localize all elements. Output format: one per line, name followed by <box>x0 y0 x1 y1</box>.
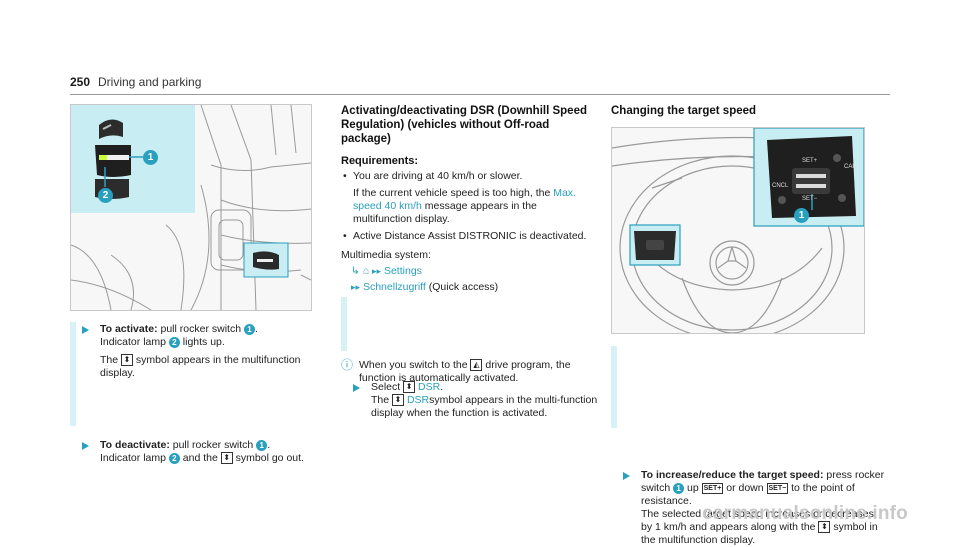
step-bar-right <box>611 346 617 428</box>
wheel-label-set-plus: SET+ <box>802 158 818 164</box>
ref-2: 2 <box>168 336 180 348</box>
wheel-label-set-minus: SET− <box>802 196 818 202</box>
step-change-speed: To increase/reduce the target speed: pre… <box>617 469 887 547</box>
step-arrow-icon <box>82 326 89 334</box>
change-speed-label: To increase/reduce the target speed: <box>641 469 824 481</box>
wheel-label-can: CAN <box>844 164 857 170</box>
step-select-dsr: Select ⬍ DSR. The ⬍ DSRsymbol appears in… <box>347 381 615 420</box>
steering-wheel-illustration: SET+ SET− CAN CNCL 1 <box>611 127 865 334</box>
home-icon: ⌂ <box>362 265 370 277</box>
dsr-heading: Activating/deactivating DSR (Downhill Sp… <box>341 105 588 145</box>
ref-1: 1 <box>256 439 268 451</box>
step-arrow-icon <box>353 384 360 392</box>
ref-1: 1 <box>243 323 255 335</box>
info-icon: ⓘ <box>341 358 354 372</box>
steering-wheel-drawing <box>612 128 864 333</box>
console-drawing <box>71 105 311 310</box>
nav-arrow-icon: ↳ <box>351 265 360 277</box>
step-arrow-icon <box>623 472 630 480</box>
step-bar-middle <box>341 297 347 351</box>
callout-1: 1 <box>794 208 809 223</box>
middle-column: Activating/deactivating DSR (Downhill Sp… <box>341 104 591 294</box>
callout-1: 1 <box>143 150 158 165</box>
wheel-label-cncl: CNCL <box>772 183 789 189</box>
max-speed-message: Max. speed 40 km/h <box>353 187 576 212</box>
watermark: carmanualsonline.info <box>702 503 908 524</box>
requirements-list: You are driving at 40 km/h or slower. If… <box>341 170 591 243</box>
step-activate: To activate: pull rocker switch 1. Indic… <box>76 323 336 380</box>
requirements-title: Requirements: <box>341 155 419 167</box>
offroad-icon: ◭ <box>470 359 483 372</box>
nav-chevron-icon: ▸▸ <box>372 266 382 276</box>
target-speed-heading: Changing the target speed <box>611 105 757 117</box>
multimedia-label: Multimedia system: <box>341 249 431 261</box>
dsr-menu-item: DSR <box>418 381 441 393</box>
section-title: Driving and parking <box>98 75 202 89</box>
console-illustration: 1 2 <box>70 104 312 311</box>
list-item: You are driving at 40 km/h or slower. If… <box>341 170 591 226</box>
nav-path: ↳ ⌂ ▸▸ Settings <box>341 265 591 278</box>
nav-settings: Settings <box>383 265 422 277</box>
step-bar-left <box>70 322 76 426</box>
nav-path-2: ▸▸ Schnellzugriff (Quick access) <box>351 281 499 293</box>
ref-2: 2 <box>168 452 180 464</box>
nav-schnellzugriff: Schnellzugriff <box>362 281 426 293</box>
list-item: Active Distance Assist DISTRONIC is deac… <box>341 230 591 243</box>
note: ⓘ When you switch to the ◭ drive program… <box>341 358 571 385</box>
step-arrow-icon <box>82 442 89 450</box>
callout-2: 2 <box>98 188 113 203</box>
dsr-icon: ⬍ <box>121 354 134 367</box>
deactivate-label: To deactivate: <box>100 439 170 451</box>
page-number: 250 <box>70 75 91 89</box>
nav-chevron-icon: ▸▸ <box>351 282 361 292</box>
step-deactivate: To deactivate: pull rocker switch 1. Ind… <box>76 439 336 465</box>
header-rule <box>70 94 890 95</box>
set-minus-icon: SET− <box>766 482 789 494</box>
dsr-icon: ⬍ <box>392 394 405 407</box>
dsr-icon: ⬍ <box>220 452 233 465</box>
activate-label: To activate: <box>100 323 158 335</box>
ref-1: 1 <box>673 482 685 494</box>
set-plus-icon: SET+ <box>701 482 724 494</box>
